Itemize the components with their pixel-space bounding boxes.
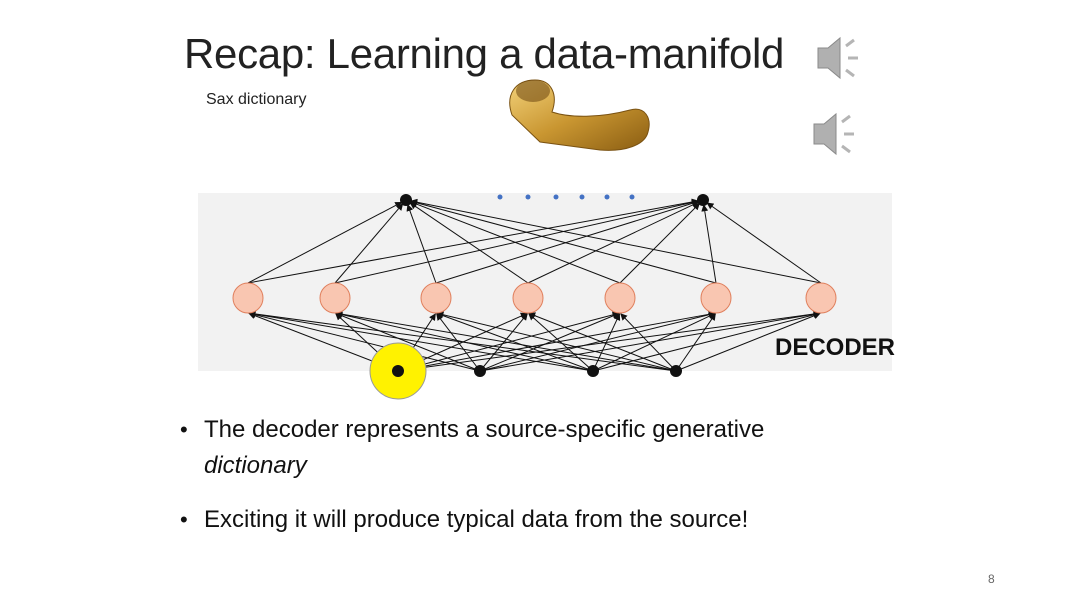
connection-edge [435,200,699,284]
decoder-label: DECODER [775,334,896,361]
connection-edge [436,311,677,372]
connection-edge [334,203,404,284]
connection-edge [592,313,621,372]
connection-edges [247,198,822,372]
hidden-node [232,282,264,314]
connection-edge [479,311,716,372]
connection-edge [675,312,821,372]
connection-edge [479,312,620,372]
connection-edge [619,203,700,284]
connection-edge [335,312,481,372]
speaker-icon[interactable] [817,36,858,80]
connection-edge [410,199,717,284]
connection-edge [527,201,700,284]
ellipsis-dot [579,194,585,200]
connection-edge [335,310,677,372]
bullet-dot: • [180,507,188,532]
hidden-node [512,282,544,314]
hidden-node [805,282,837,314]
input-node [670,365,682,377]
connection-edge [248,310,594,372]
input-node [392,365,404,377]
connection-edge [436,312,594,372]
bullet-item: • The decoder represents a source-specif… [180,412,764,484]
hidden-node [319,282,351,314]
hidden-node [420,282,452,314]
connection-edge [409,202,529,284]
input-node [587,365,599,377]
connection-edge [592,312,716,372]
bullet-text: The decoder represents a source-specific… [204,416,765,443]
connection-edge [397,310,821,372]
ellipsis-dot [525,194,531,200]
slide-title: Recap: Learning a data-manifold [184,30,785,77]
ellipsis-dot [553,194,559,200]
speaker-icon[interactable] [813,112,854,156]
connection-edge [248,310,677,372]
connection-edge [592,311,821,372]
connection-edge [410,200,621,284]
connection-edge [706,202,822,284]
ellipsis-dot [497,194,503,200]
bullet-list: • The decoder represents a source-specif… [180,412,764,556]
connection-edge [701,204,717,284]
sax-dictionary-label: Sax dictionary [206,91,307,108]
input-node [474,365,486,377]
connection-edge [436,313,481,372]
hidden-node [604,282,636,314]
bullet-item: • Exciting it will produce typical data … [180,502,764,538]
connection-edge [247,198,699,284]
connection-edge [675,313,716,372]
connection-edge [528,312,677,372]
output-node [697,194,709,206]
output-node [400,194,412,206]
saxophone-image [509,79,650,151]
connection-edge [406,204,437,284]
bullet-dot: • [180,417,188,442]
connection-edge [247,201,403,284]
network-panel [198,193,892,371]
connection-edge [410,198,822,284]
connection-edge [528,313,594,372]
page-number: 8 [988,572,995,586]
connection-edge [620,313,677,372]
network-nodes [232,194,837,377]
connection-edge [248,311,481,372]
ellipsis-dot [604,194,610,200]
hidden-node [700,282,732,314]
connection-edge [334,199,699,284]
bullet-text: Exciting it will produce typical data fr… [204,506,749,533]
ellipsis-dots [497,194,635,200]
bullet-emphasis: dictionary [204,452,307,479]
ellipsis-dot [629,194,635,200]
connection-edge [479,313,528,372]
